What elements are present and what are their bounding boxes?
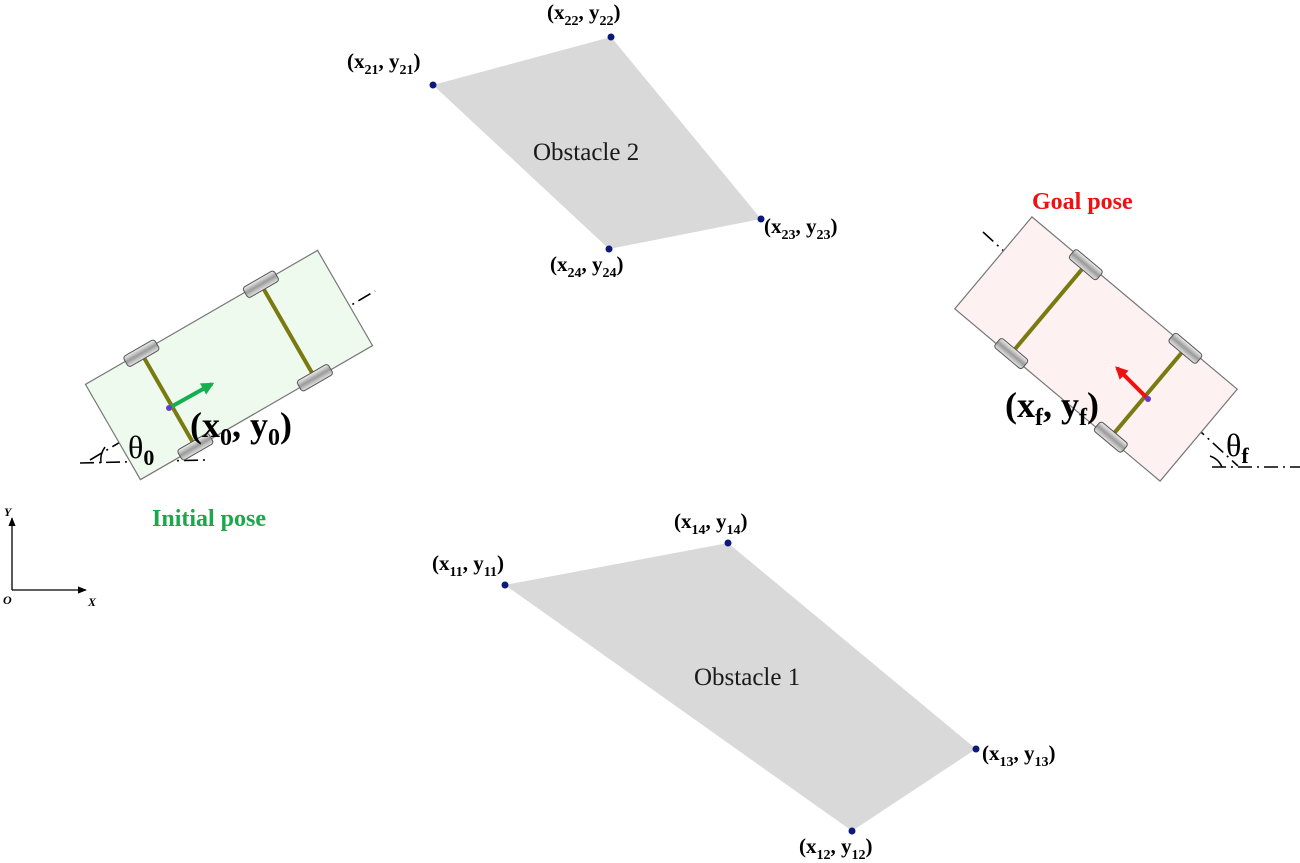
vertex-point [972, 745, 980, 753]
vertex-point [605, 245, 613, 253]
wheel [994, 338, 1029, 370]
y-axis-label: Y [4, 505, 13, 519]
vertex-label-12: (x12, y12) [799, 834, 873, 863]
wheel [177, 433, 214, 461]
wheel [1068, 249, 1103, 281]
obstacle-1-label: Obstacle 1 [694, 664, 800, 691]
goal-theta-label: θf [1226, 427, 1249, 468]
obstacle-1-shape [505, 543, 976, 831]
origin-label: O [3, 593, 12, 607]
vertex-label-14: (x14, y14) [674, 509, 748, 538]
goal-pose-title: Goal pose [1032, 189, 1133, 215]
front-axle [262, 288, 314, 374]
coordinate-frame: Y X O [3, 505, 97, 609]
vertex-label-23: (x23, y23) [764, 214, 838, 243]
vertex-point [724, 539, 732, 547]
vertex-label-11: (x11, y11) [432, 551, 504, 580]
initial-reference-point [166, 405, 172, 411]
goal-heading-arrow [1115, 366, 1150, 401]
vertex-point [848, 827, 856, 835]
vertex-label-24: (x24, y24) [550, 252, 624, 281]
obstacle-2: Obstacle 2 (x21, y21) (x22, y22) (x23, y… [347, 0, 838, 281]
x-axis-label: X [87, 595, 97, 609]
wheel [1168, 332, 1203, 364]
front-axle [1013, 268, 1084, 351]
goal-position-label: (xf, yf) [1005, 385, 1099, 431]
initial-vehicle: (x0, y0) θ0 Initial pose [79, 249, 376, 532]
goal-vehicle-body [953, 216, 1239, 482]
obstacle-2-label: Obstacle 2 [533, 139, 639, 166]
initial-theta-label: θ0 [128, 429, 154, 470]
obstacle-2-shape [433, 37, 761, 249]
vertex-label-21: (x21, y21) [347, 49, 421, 78]
rear-axle [1113, 351, 1184, 434]
initial-heading-arrow [168, 382, 215, 410]
vertex-point [501, 581, 509, 589]
vertex-point [757, 215, 765, 223]
vertex-label-13: (x13, y13) [982, 741, 1056, 770]
initial-vehicle-body [84, 249, 374, 481]
goal-reference-point [1145, 396, 1151, 402]
goal-vehicle: (xf, yf) θf Goal pose [953, 189, 1300, 482]
initial-pose-title: Initial pose [152, 506, 266, 532]
obstacle-1: Obstacle 1 (x11, y11) (x12, y12) (x13, y… [432, 509, 1056, 863]
vertex-label-22: (x22, y22) [547, 0, 621, 29]
initial-position-label: (x0, y0) [190, 405, 292, 451]
vertex-point [429, 81, 437, 89]
wheel [242, 270, 279, 298]
wheel [296, 364, 333, 392]
initial-angle-arc [100, 446, 106, 464]
wheel [1093, 421, 1128, 453]
wheel [123, 339, 160, 367]
vertex-point [607, 33, 615, 41]
rear-axle [142, 357, 195, 443]
goal-angle-arc [1209, 455, 1223, 468]
